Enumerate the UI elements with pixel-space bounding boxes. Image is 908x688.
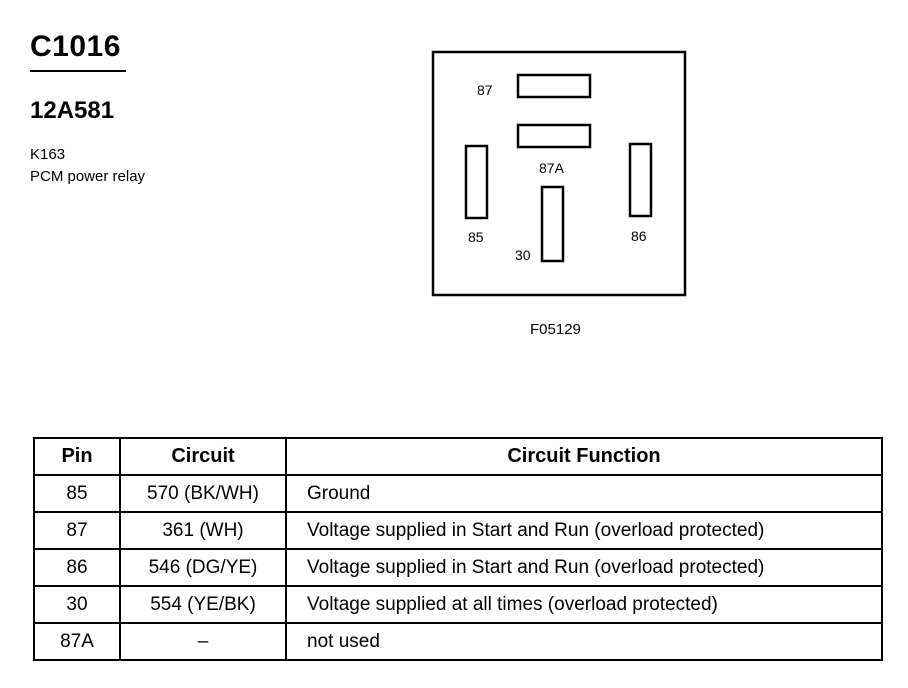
cell-pin: 85 (33, 474, 121, 513)
cell-circuit: 570 (BK/WH) (119, 474, 287, 513)
cell-pin: 87A (33, 622, 121, 661)
pin-terminal-87 (516, 73, 592, 99)
column-header-circuit-function: Circuit Function (285, 437, 883, 476)
cell-circuit: 546 (DG/YE) (119, 548, 287, 587)
pin-terminal-86 (628, 142, 653, 218)
pin-circuit-table: Pin Circuit Circuit Function 85 570 (BK/… (33, 437, 883, 661)
connector-outline (431, 50, 687, 297)
cell-circuit: 361 (WH) (119, 511, 287, 550)
title-underline (30, 70, 126, 72)
pin-label-87a: 87A (539, 160, 565, 176)
relay-name: PCM power relay (30, 168, 146, 185)
pin-terminal-30 (540, 185, 565, 263)
table-row: 87A – not used (33, 622, 883, 661)
pin-label-85: 85 (468, 229, 484, 245)
cell-pin: 87 (33, 511, 121, 550)
relay-id: K163 (30, 146, 66, 163)
cell-circuit: – (119, 622, 287, 661)
table-header-row: Pin Circuit Circuit Function (33, 437, 883, 476)
pin-terminal-87a (516, 123, 592, 149)
cell-pin: 30 (33, 585, 121, 624)
cell-function: not used (285, 622, 883, 661)
figure-code: F05129 (530, 321, 581, 338)
relay-connector-diagram: 87 87A 85 30 86 (431, 50, 687, 297)
cell-function: Voltage supplied in Start and Run (overl… (285, 511, 883, 550)
cell-pin: 86 (33, 548, 121, 587)
cell-circuit: 554 (YE/BK) (119, 585, 287, 624)
table-row: 87 361 (WH) Voltage supplied in Start an… (33, 511, 883, 550)
column-header-pin: Pin (33, 437, 121, 476)
cell-function: Voltage supplied in Start and Run (overl… (285, 548, 883, 587)
part-number: 12A581 (30, 97, 115, 124)
table-row: 86 546 (DG/YE) Voltage supplied in Start… (33, 548, 883, 587)
column-header-circuit: Circuit (119, 437, 287, 476)
pin-label-87: 87 (477, 82, 493, 98)
pin-label-30: 30 (515, 247, 531, 263)
table-row: 85 570 (BK/WH) Ground (33, 474, 883, 513)
connector-title: C1016 (30, 30, 121, 63)
cell-function: Ground (285, 474, 883, 513)
pin-terminal-85 (464, 144, 489, 220)
cell-function: Voltage supplied at all times (overload … (285, 585, 883, 624)
pin-label-86: 86 (631, 228, 647, 244)
table-row: 30 554 (YE/BK) Voltage supplied at all t… (33, 585, 883, 624)
